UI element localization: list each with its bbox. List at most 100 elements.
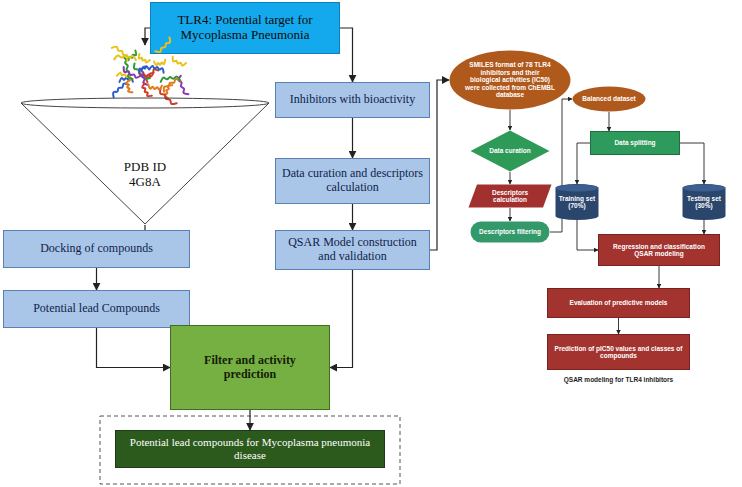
text-box: Potential lead Compounds	[9, 302, 184, 316]
node-text: Docking of compounds	[9, 242, 184, 256]
connector	[97, 328, 171, 368]
text-box: Evaluation of predictive models	[553, 299, 684, 306]
protein-helix	[125, 59, 133, 79]
node-text: PDB ID 4G8A	[115, 160, 175, 190]
text-box: PDB ID 4G8A	[115, 155, 175, 195]
caption-label: QSAR modeling for TLR4 inhibitors	[547, 376, 690, 383]
protein-helix	[160, 88, 177, 104]
funnel-rim	[21, 98, 269, 108]
cylinder-top	[683, 185, 726, 192]
source-ellipse: SMILES format of 78 TLR4 inhibitors and …	[449, 50, 571, 110]
node-text: Prediction of pIC50 values and classes o…	[553, 345, 684, 360]
diamond-shape	[471, 131, 550, 172]
connector	[330, 270, 353, 368]
connector	[577, 220, 598, 250]
process-box: Potential lead Compounds	[3, 290, 190, 328]
connector	[510, 208, 511, 221]
dataset-cylinder: Training set (70%)	[555, 184, 599, 220]
protein-helix	[161, 77, 180, 82]
node-text: Data splitting	[594, 139, 676, 146]
process-box: Regression and classification QSAR model…	[598, 234, 720, 266]
protein-helix	[139, 66, 149, 73]
ellipse-shape	[450, 51, 571, 110]
process-box: Data splitting	[590, 131, 680, 155]
text-box: Inhibitors with bioactivity	[281, 93, 424, 107]
text-box: Data splitting	[594, 139, 676, 146]
cylinder-body	[556, 184, 599, 220]
process-box: Evaluation of predictive models	[547, 288, 690, 318]
cylinder-top	[556, 185, 599, 192]
protein-helix	[114, 55, 136, 60]
node-text: Descriptors calculation	[480, 189, 540, 204]
connector	[510, 172, 511, 184]
text-box: Testing set (30%)	[685, 195, 723, 210]
protein-helix	[155, 37, 170, 52]
text-box: Descriptors filtering	[478, 228, 542, 235]
process-box: Docking of compounds	[3, 230, 190, 268]
protein-helix	[164, 79, 181, 92]
node-text: Filter and activity prediction	[180, 354, 320, 382]
connector	[249, 410, 250, 430]
text-box: Regression and classification QSAR model…	[604, 243, 714, 258]
node-text: QSAR Model construction and validation	[281, 236, 424, 264]
parallelogram-shape	[469, 185, 552, 208]
protein-helix	[139, 54, 150, 63]
node-text: Potential lead Compounds	[9, 302, 184, 316]
connector	[577, 143, 590, 184]
protein-helix	[173, 57, 186, 66]
node-text: Data curation	[488, 147, 532, 154]
node-text: Regression and classification QSAR model…	[604, 243, 714, 258]
protein-helix	[154, 60, 165, 65]
process-box: QSAR Model construction and validation	[275, 230, 430, 270]
protein-helix	[142, 84, 151, 97]
node-text: Descriptors filtering	[478, 228, 542, 235]
connector	[609, 112, 610, 131]
connector	[352, 204, 353, 230]
dataset-cylinder: Testing set (30%)	[682, 184, 726, 220]
target-box: TLR4: Potential target for Mycoplasma Pn…	[150, 2, 340, 54]
terminal-stadium: Descriptors filtering	[470, 221, 550, 243]
text-box: Data curation and descriptors calculatio…	[281, 167, 424, 195]
connector	[680, 143, 704, 184]
node-text: Inhibitors with bioactivity	[281, 93, 424, 107]
protein-helix	[149, 66, 163, 73]
protein-helix	[126, 80, 132, 92]
node-text: Data curation and descriptors calculatio…	[281, 167, 424, 195]
connector	[510, 110, 511, 130]
node-text: Potential lead compounds for Mycoplasma …	[123, 436, 377, 461]
text-box: Descriptors calculation	[480, 189, 540, 204]
node-text: SMILES format of 78 TLR4 inhibitors and …	[465, 61, 555, 98]
text-box: Data curation	[488, 147, 532, 154]
protein-helix	[124, 67, 141, 78]
connector	[618, 318, 619, 334]
shape-outline	[20, 45, 270, 225]
connector	[704, 220, 705, 234]
text-box: SMILES format of 78 TLR4 inhibitors and …	[465, 61, 555, 98]
node-text: Evaluation of predictive models	[553, 299, 684, 306]
process-box: Prediction of pIC50 values and classes o…	[547, 334, 690, 370]
text-box: Prediction of pIC50 values and classes o…	[553, 345, 684, 360]
node-text: Training set (70%)	[558, 195, 596, 210]
funnel-sides	[21, 103, 269, 224]
text-box: QSAR Model construction and validation	[281, 236, 424, 264]
node-text: TLR4: Potential target for Mycoplasma Pn…	[158, 13, 332, 43]
protein-helix	[148, 84, 162, 89]
stadium-shape	[471, 222, 550, 243]
text-box: Potential lead compounds for Mycoplasma …	[123, 436, 377, 461]
text-box: Balanced dataset	[580, 95, 638, 102]
connector	[352, 118, 353, 158]
connector	[430, 80, 449, 250]
node-text: Testing set (30%)	[685, 195, 723, 210]
protein-helix	[113, 84, 128, 98]
ellipse-shape	[573, 87, 646, 112]
text-box: Filter and activity prediction	[180, 354, 320, 382]
text-box: TLR4: Potential target for Mycoplasma Pn…	[158, 13, 332, 43]
connector	[96, 268, 97, 290]
process-box: Data curation and descriptors calculatio…	[275, 158, 430, 204]
result-box: Potential lead compounds for Mycoplasma …	[115, 430, 385, 468]
decision-diamond: Data curation	[470, 130, 550, 172]
io-parallelogram: Descriptors calculation	[468, 184, 552, 208]
text-box: Docking of compounds	[9, 242, 184, 256]
filter-box: Filter and activity prediction	[170, 325, 330, 410]
